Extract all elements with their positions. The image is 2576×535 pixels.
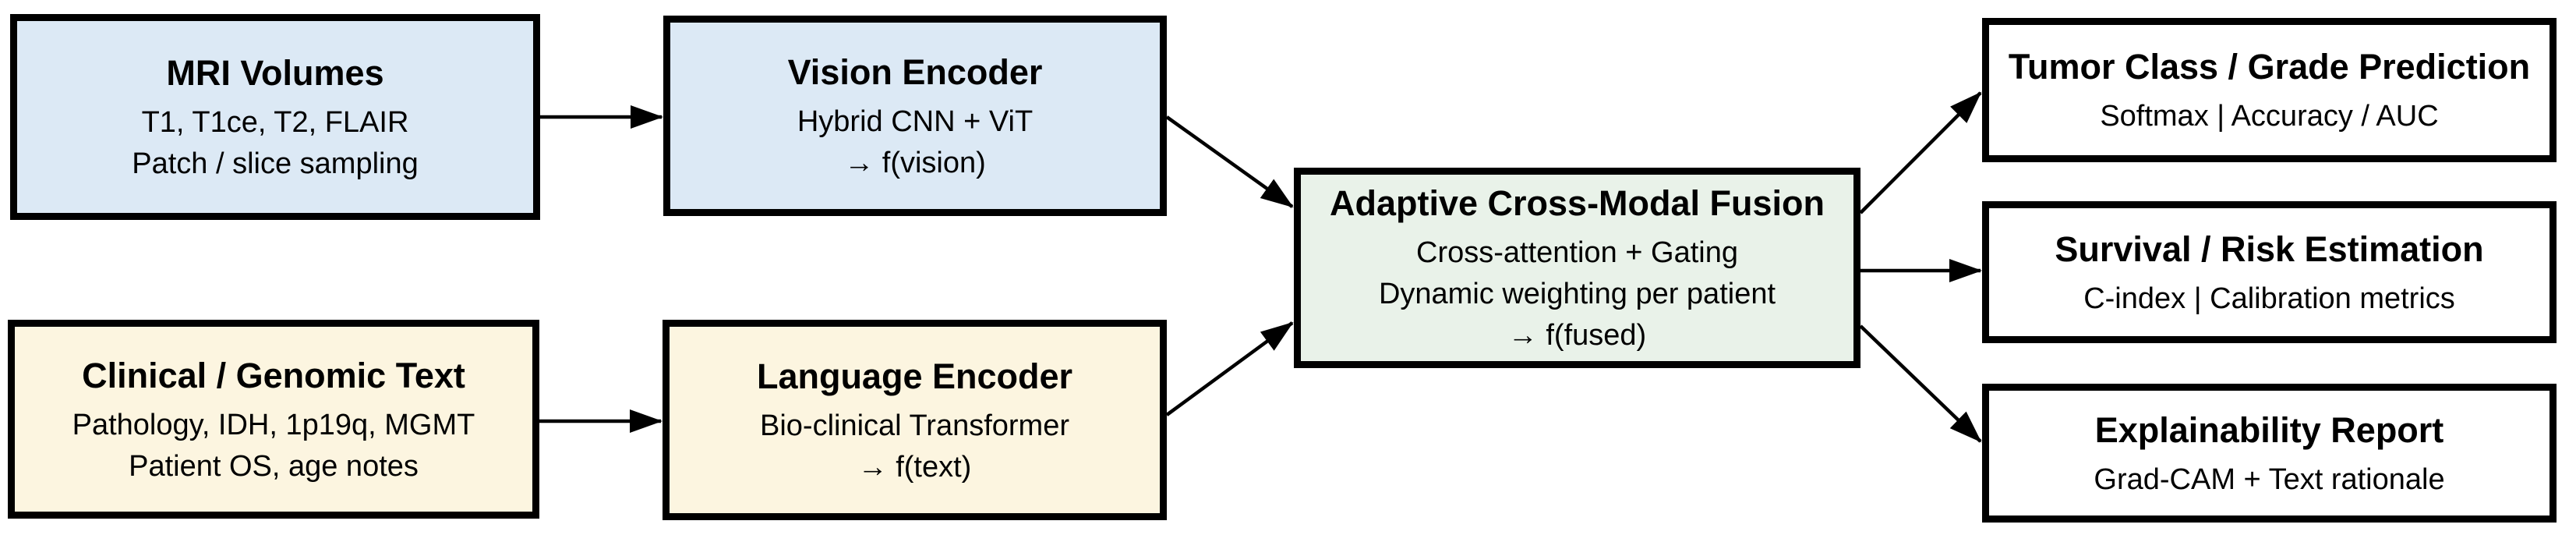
node-subline: Dynamic weighting per patient [1378, 278, 1776, 310]
node-subline: Grad-CAM + Text rationale [2094, 462, 2445, 496]
node-survival-risk-estimation: Survival / Risk Estimation C-index | Cal… [1982, 201, 2557, 343]
arrow-vision-to-fusion [1165, 115, 1294, 208]
arrow-fusion-to-explain [1859, 324, 1982, 443]
node-title: Vision Encoder [787, 51, 1043, 92]
node-mri-volumes: MRI Volumes T1, T1ce, T2, FLAIR Patch / … [10, 14, 540, 220]
node-subline: T1, T1ce, T2, FLAIR [141, 106, 409, 139]
node-title: Tumor Class / Grade Prediction [2008, 47, 2531, 87]
node-subline: → f(vision) [844, 146, 986, 179]
node-explainability-report: Explainability Report Grad-CAM + Text ra… [1982, 384, 2557, 523]
node-subline: Hybrid CNN + ViT [797, 105, 1034, 138]
node-title: Explainability Report [2094, 409, 2444, 450]
node-language-encoder: Language Encoder Bio-clinical Transforme… [663, 320, 1167, 520]
node-subline: Bio-clinical Transformer [760, 409, 1069, 442]
node-subline: C-index | Calibration metrics [2083, 282, 2455, 315]
node-title: Adaptive Cross-Modal Fusion [1329, 183, 1825, 223]
node-subline: Pathology, IDH, 1p19q, MGMT [72, 408, 475, 441]
node-adaptive-cross-modal-fusion: Adaptive Cross-Modal Fusion Cross-attent… [1294, 168, 1860, 368]
node-title: Language Encoder [756, 356, 1073, 396]
node-clinical-genomic-text: Clinical / Genomic Text Pathology, IDH, … [8, 320, 539, 519]
node-subline: Cross-attention + Gating [1416, 236, 1738, 269]
node-vision-encoder: Vision Encoder Hybrid CNN + ViT → f(visi… [663, 16, 1167, 216]
arrow-fusion-to-tumor [1859, 91, 1982, 214]
node-subline: Softmax | Accuracy / AUC [2100, 100, 2439, 133]
node-subline: Patient OS, age notes [129, 449, 419, 483]
arrow-language-to-fusion [1165, 321, 1294, 416]
node-subline: → f(fused) [1507, 319, 1647, 352]
node-tumor-class-grade-prediction: Tumor Class / Grade Prediction Softmax |… [1982, 18, 2557, 162]
node-title: Clinical / Genomic Text [82, 355, 465, 395]
node-title: Survival / Risk Estimation [2055, 229, 2484, 269]
node-title: MRI Volumes [166, 53, 384, 93]
node-subline: → f(text) [857, 450, 972, 484]
node-subline: Patch / slice sampling [132, 147, 419, 180]
